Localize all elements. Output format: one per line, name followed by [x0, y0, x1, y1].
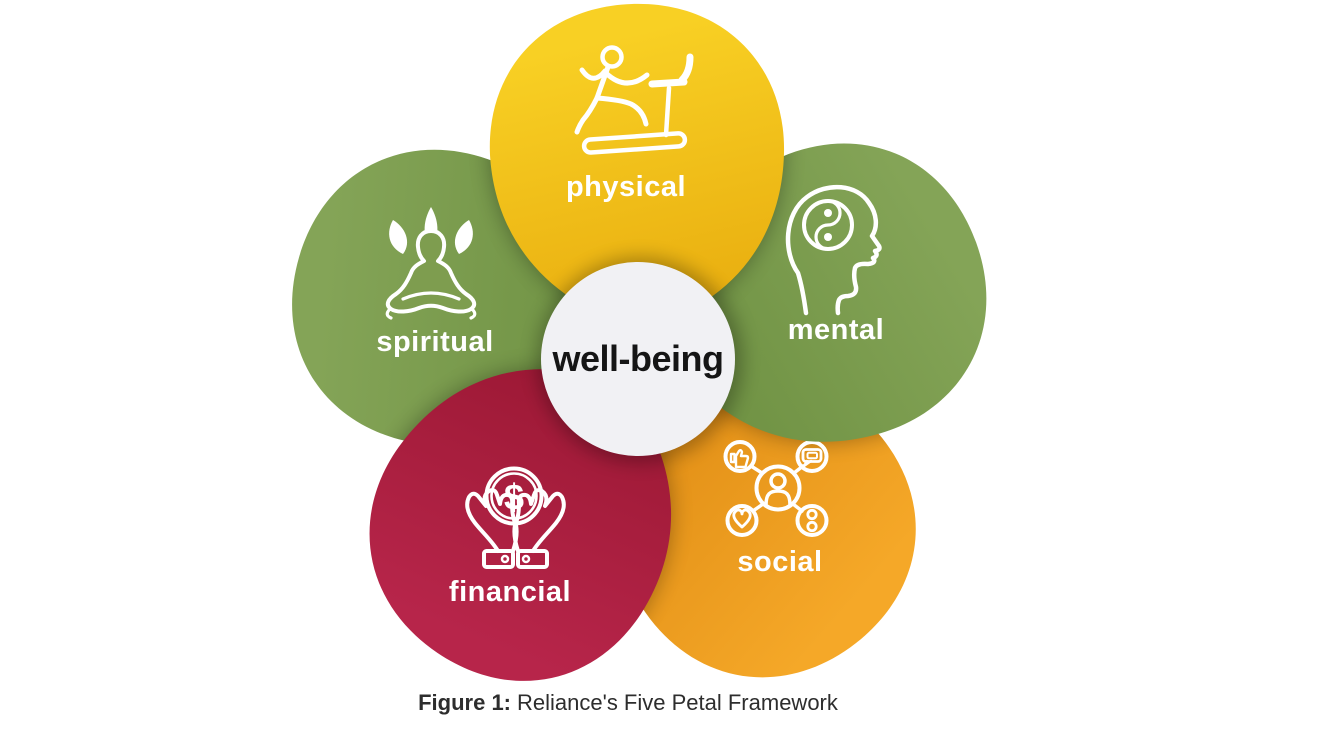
center-circle — [541, 262, 735, 456]
petal-label-physical: physical — [566, 171, 686, 203]
head-yin-yang-icon — [785, 184, 882, 316]
figure-caption: Figure 1:Reliance's Five Petal Framework — [418, 690, 839, 715]
center-label: well-being — [551, 338, 723, 379]
figure-caption-text: Reliance's Five Petal Framework — [517, 690, 839, 715]
petal-label-financial: financial — [449, 576, 571, 608]
petal-label-social: social — [737, 546, 822, 578]
treadmill-runner-icon — [574, 45, 694, 155]
hands-dollar-coin-icon: $ — [465, 466, 566, 569]
petal-label-mental: mental — [788, 314, 884, 346]
figure-caption-prefix: Figure 1: — [418, 690, 511, 715]
petal-label-spiritual: spiritual — [376, 326, 493, 358]
meditation-lotus-icon — [385, 207, 477, 320]
social-network-icon — [723, 440, 829, 537]
